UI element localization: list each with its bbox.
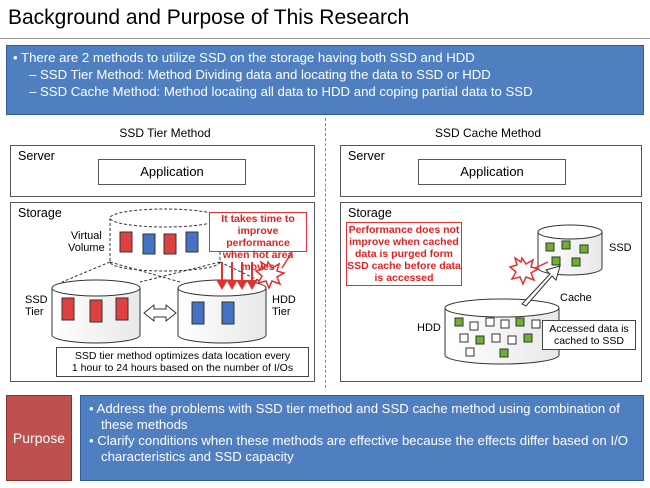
purpose-tag: Purpose (6, 395, 72, 481)
intro-box: • There are 2 methods to utilize SSD on … (6, 45, 644, 115)
intro-line: – SSD Cache Method: Method locating all … (29, 84, 533, 99)
hdd-data-blocks (454, 317, 541, 358)
right-storage-label: Storage (348, 206, 392, 220)
right-panel-title: SSD Cache Method (434, 126, 542, 140)
right-server-label: Server (348, 149, 385, 163)
purpose-box: • Address the problems with SSD tier met… (80, 395, 644, 481)
callout-line: is accessed (374, 272, 434, 284)
note-line: Accessed data is (549, 323, 629, 335)
ssd-cached-blocks (545, 240, 589, 267)
hdd-tier-line: Tier (272, 306, 291, 318)
virtual-volume-blocks (119, 231, 199, 255)
hdd-label: HDD (417, 322, 441, 334)
right-application-box: Application (418, 159, 566, 185)
callout-line: when hot area moves (222, 249, 294, 273)
ssd-tier-label: SSD Tier (25, 294, 48, 318)
cache-note: Accessed data is cached to SSD (542, 320, 636, 350)
page-title: Background and Purpose of This Research (8, 6, 410, 29)
ssd-tier-line: Tier (25, 306, 44, 318)
virtual-volume-line: Virtual (70, 230, 102, 242)
hot-area-arrows (216, 262, 258, 291)
note-line: 1 hour to 24 hours based on the number o… (71, 362, 294, 374)
virtual-volume-label: Virtual Volume (68, 230, 105, 254)
burst-icon-right (508, 256, 540, 286)
cache-callout: Performance does not improve when cached… (346, 222, 462, 286)
intro-line: • There are 2 methods to utilize SSD on … (13, 50, 475, 65)
burst-icon-left (254, 260, 286, 290)
callout-line: data is purged form (354, 248, 453, 260)
intro-line: – SSD Tier Method: Method Dividing data … (29, 67, 491, 82)
tier-swap-arrow (143, 303, 177, 323)
left-storage-label: Storage (18, 206, 62, 220)
ssd-tier-line: SSD (25, 294, 48, 306)
left-application-box: Application (98, 159, 246, 185)
callout-line: SSD cache before data (347, 260, 461, 272)
cache-label: Cache (560, 292, 592, 304)
tier-note: SSD tier method optimizes data location … (56, 347, 309, 377)
hdd-tier-label: HDD Tier (272, 294, 296, 318)
mapping-lines (61, 261, 263, 283)
note-line: SSD tier method optimizes data location … (74, 350, 291, 362)
purpose-item: • Address the problems with SSD tier met… (89, 401, 620, 432)
left-server-label: Server (18, 149, 55, 163)
left-panel-title: SSD Tier Method (119, 126, 211, 140)
callout-line: improve when cached (349, 236, 459, 248)
callout-line: Performance does not (348, 224, 460, 236)
virtual-volume-line: Volume (68, 242, 105, 254)
purpose-item: • Clarify conditions when these methods … (89, 433, 629, 464)
callout-line: improve performance (226, 225, 290, 249)
title-divider (0, 38, 650, 39)
ssd-tier-cylinder (51, 279, 141, 344)
note-line: cached to SSD (553, 335, 625, 347)
ssd-label: SSD (609, 242, 632, 254)
hdd-tier-line: HDD (272, 294, 296, 306)
cache-arrow (521, 265, 561, 307)
tier-callout: It takes time to improve performance whe… (209, 212, 307, 273)
panel-divider (325, 118, 326, 388)
callout-line: It takes time to (221, 213, 295, 225)
